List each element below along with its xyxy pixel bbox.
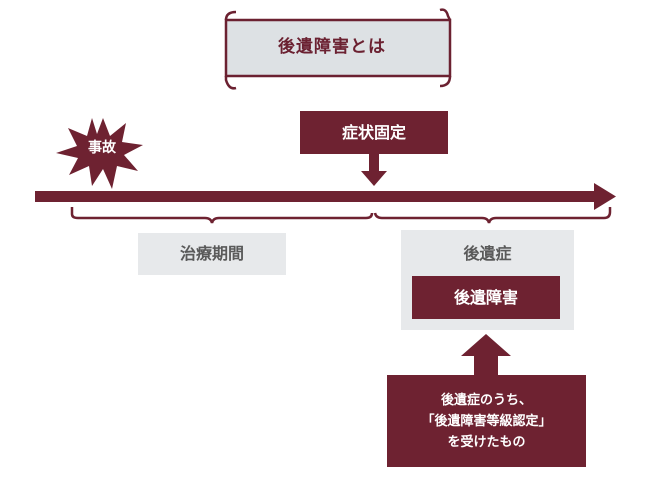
treatment-brace bbox=[70, 207, 374, 224]
timeline-arrowhead bbox=[594, 183, 616, 210]
up-arrow bbox=[461, 334, 511, 375]
accident-label: 事故 bbox=[88, 140, 116, 156]
accident-starburst bbox=[56, 118, 143, 189]
note-box: 後遺症のうち、 「後遺障害等級認定」 を受けたもの bbox=[387, 375, 586, 467]
symptom-fixed-box: 症状固定 bbox=[300, 111, 448, 154]
diagram-title: 後遺障害とは bbox=[278, 37, 386, 57]
title-scroll bbox=[224, 8, 452, 90]
symptom-stem bbox=[369, 154, 379, 172]
sequela-brace bbox=[373, 207, 612, 224]
sequela-label: 後遺症 bbox=[463, 244, 512, 263]
disability-box: 後遺障害 bbox=[412, 276, 560, 319]
symptom-down-arrow bbox=[361, 171, 387, 186]
timeline-bar bbox=[35, 191, 595, 202]
treatment-period-box: 治療期間 bbox=[138, 233, 286, 275]
note-line-3: を受けたもの bbox=[447, 434, 526, 450]
note-line-2: 「後遺障害等級認定」 bbox=[421, 413, 552, 429]
note-line-1: 後遺症のうち、 bbox=[440, 392, 532, 408]
